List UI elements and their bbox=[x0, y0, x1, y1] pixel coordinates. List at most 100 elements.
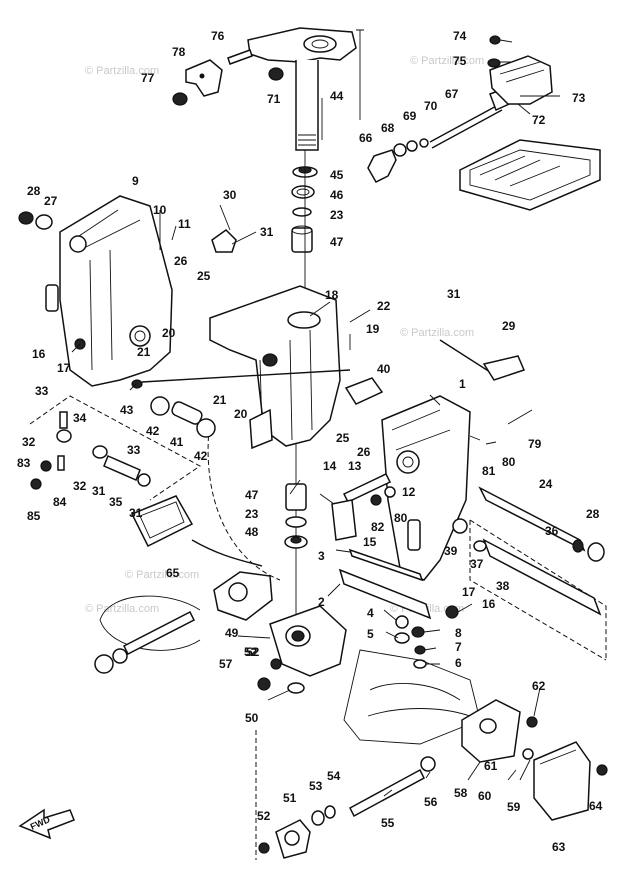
label-52: 52 bbox=[244, 645, 258, 659]
parts-32-35-group bbox=[29, 395, 201, 501]
label-27: 27 bbox=[44, 194, 58, 208]
part-labels: 1 2 3 4 5 6 7 8 9 10 11 12 13 14 15 16 1… bbox=[17, 29, 603, 854]
label-26: 26 bbox=[174, 254, 188, 268]
label-12: 12 bbox=[402, 485, 416, 499]
label-23-b: 23 bbox=[245, 507, 259, 521]
watermark-mid-right: © Partzilla.com bbox=[400, 327, 474, 339]
label-4: 4 bbox=[367, 606, 374, 620]
label-53: 53 bbox=[309, 779, 323, 793]
label-20-b: 20 bbox=[234, 407, 248, 421]
label-19: 19 bbox=[366, 322, 380, 336]
label-51: 51 bbox=[283, 791, 297, 805]
label-85: 85 bbox=[27, 509, 41, 523]
label-30: 30 bbox=[223, 188, 237, 202]
label-42: 42 bbox=[146, 424, 160, 438]
label-65: 65 bbox=[166, 566, 180, 580]
watermark-lower-left-2: © Partzilla.com bbox=[85, 603, 159, 615]
label-31: 31 bbox=[260, 225, 274, 239]
label-42-b: 42 bbox=[194, 449, 208, 463]
watermark-lower-left: © Partzilla.com bbox=[125, 569, 199, 581]
label-45: 45 bbox=[330, 168, 344, 182]
label-70: 70 bbox=[424, 99, 438, 113]
label-1: 1 bbox=[459, 377, 466, 391]
label-67: 67 bbox=[445, 87, 459, 101]
label-17-b: 17 bbox=[462, 585, 476, 599]
label-47: 47 bbox=[330, 235, 344, 249]
label-61: 61 bbox=[484, 759, 498, 773]
label-33: 33 bbox=[35, 384, 49, 398]
label-71: 71 bbox=[267, 92, 281, 106]
label-64: 64 bbox=[589, 799, 603, 813]
label-22: 22 bbox=[377, 299, 391, 313]
parts-2-3-13-14-15 bbox=[331, 473, 432, 620]
parts-30-29 bbox=[211, 229, 526, 381]
label-32-b: 32 bbox=[73, 479, 87, 493]
label-31-b: 31 bbox=[447, 287, 461, 301]
label-32: 32 bbox=[22, 435, 36, 449]
label-69: 69 bbox=[403, 109, 417, 123]
label-75: 75 bbox=[453, 54, 467, 68]
label-38: 38 bbox=[496, 579, 510, 593]
parts-4-8 bbox=[394, 615, 427, 669]
watermark-top-left: © Partzilla.com bbox=[85, 65, 159, 77]
label-78: 78 bbox=[172, 45, 186, 59]
label-34: 34 bbox=[73, 411, 87, 425]
label-73: 73 bbox=[572, 91, 586, 105]
label-7: 7 bbox=[455, 640, 462, 654]
label-17: 17 bbox=[57, 361, 71, 375]
label-37: 37 bbox=[470, 557, 484, 571]
part-73-bracket bbox=[459, 35, 601, 211]
label-21: 21 bbox=[137, 345, 151, 359]
part-40-rod bbox=[344, 377, 384, 405]
label-26-b: 26 bbox=[357, 445, 371, 459]
lower-right-cover-parts bbox=[461, 699, 608, 821]
label-14: 14 bbox=[323, 459, 337, 473]
watermark-top-right: © Partzilla.com bbox=[410, 55, 484, 67]
label-16: 16 bbox=[32, 347, 46, 361]
label-3: 3 bbox=[318, 549, 325, 563]
label-59: 59 bbox=[507, 800, 521, 814]
label-16-b: 16 bbox=[482, 597, 496, 611]
label-10: 10 bbox=[153, 203, 167, 217]
label-79: 79 bbox=[528, 437, 542, 451]
label-80-b: 80 bbox=[394, 511, 408, 525]
label-41: 41 bbox=[170, 435, 184, 449]
label-54: 54 bbox=[327, 769, 341, 783]
label-60: 60 bbox=[478, 789, 492, 803]
part-18-swivel-bracket bbox=[207, 285, 341, 581]
label-72: 72 bbox=[532, 113, 546, 127]
label-83: 83 bbox=[17, 456, 31, 470]
parts-41-42-bushings bbox=[131, 369, 351, 438]
label-23: 23 bbox=[330, 208, 344, 222]
label-66: 66 bbox=[359, 131, 373, 145]
label-52-b: 52 bbox=[246, 645, 260, 659]
label-6: 6 bbox=[455, 656, 462, 670]
label-28: 28 bbox=[27, 184, 41, 198]
label-57: 57 bbox=[219, 657, 233, 671]
label-46: 46 bbox=[330, 188, 344, 202]
label-31-d: 31 bbox=[129, 506, 143, 520]
label-80: 80 bbox=[502, 455, 516, 469]
label-39: 39 bbox=[444, 544, 458, 558]
steering-bracket-group bbox=[247, 27, 357, 620]
part-65-plate bbox=[94, 495, 273, 674]
label-55: 55 bbox=[381, 816, 395, 830]
part-78-bracket bbox=[172, 49, 253, 106]
label-15: 15 bbox=[363, 535, 377, 549]
label-49: 49 bbox=[225, 626, 239, 640]
bottom-row-parts bbox=[258, 756, 436, 859]
label-68: 68 bbox=[381, 121, 395, 135]
label-11: 11 bbox=[178, 217, 191, 231]
parts-36-37-38 bbox=[445, 518, 607, 661]
label-33-b: 33 bbox=[127, 443, 141, 457]
label-62: 62 bbox=[532, 679, 546, 693]
label-21-b: 21 bbox=[213, 393, 227, 407]
label-25: 25 bbox=[197, 269, 211, 283]
label-50: 50 bbox=[245, 711, 259, 725]
parts-47-23-48-stack bbox=[284, 483, 308, 549]
label-40: 40 bbox=[377, 362, 391, 376]
label-36: 36 bbox=[545, 524, 559, 538]
label-48: 48 bbox=[245, 525, 259, 539]
fwd-arrow-icon: FWD bbox=[18, 808, 75, 840]
